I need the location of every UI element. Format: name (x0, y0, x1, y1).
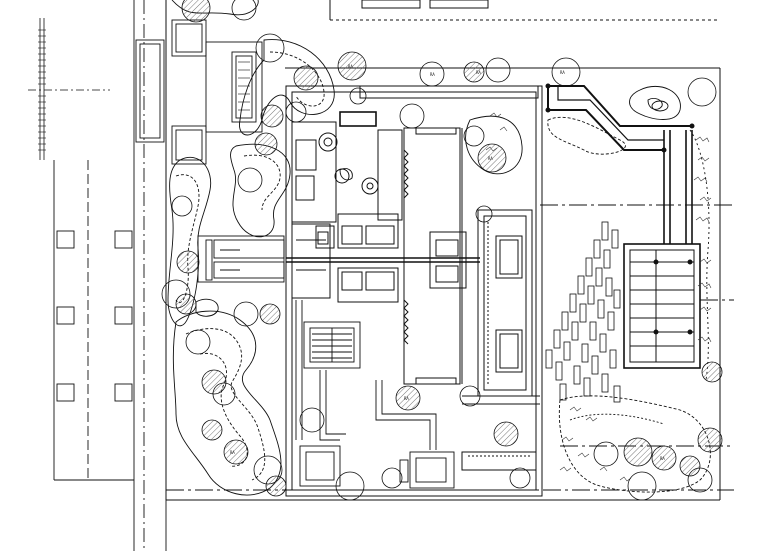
tag-mark: RA (348, 64, 353, 69)
shrub-texture (485, 112, 712, 482)
tag-mark: RA (488, 156, 493, 161)
boulders (195, 97, 663, 317)
tag-mark: RA (230, 450, 235, 455)
column (114, 230, 133, 249)
left-dimension-marks (28, 18, 110, 160)
tag-mark: RA (476, 70, 481, 75)
tag-mark: RA (560, 70, 565, 75)
courtyard-stair (295, 300, 455, 489)
tag-mark: RA (404, 396, 409, 401)
main-building (285, 85, 543, 497)
column (56, 306, 75, 325)
left-corridor (53, 0, 167, 551)
column (114, 306, 133, 325)
tag-marks: RA RA RA RA RA RA RA RA (230, 64, 665, 461)
tag-mark: RA (660, 456, 665, 461)
east-planting-beds (465, 85, 711, 493)
west-gate-structures (171, 19, 285, 283)
column (56, 383, 75, 402)
tag-mark: RA (430, 72, 435, 77)
column (56, 230, 75, 249)
trees (161, 0, 723, 501)
east-gallery (461, 209, 540, 471)
column (114, 383, 133, 402)
east-pavilion (545, 83, 701, 369)
stepping-stones (545, 221, 621, 403)
